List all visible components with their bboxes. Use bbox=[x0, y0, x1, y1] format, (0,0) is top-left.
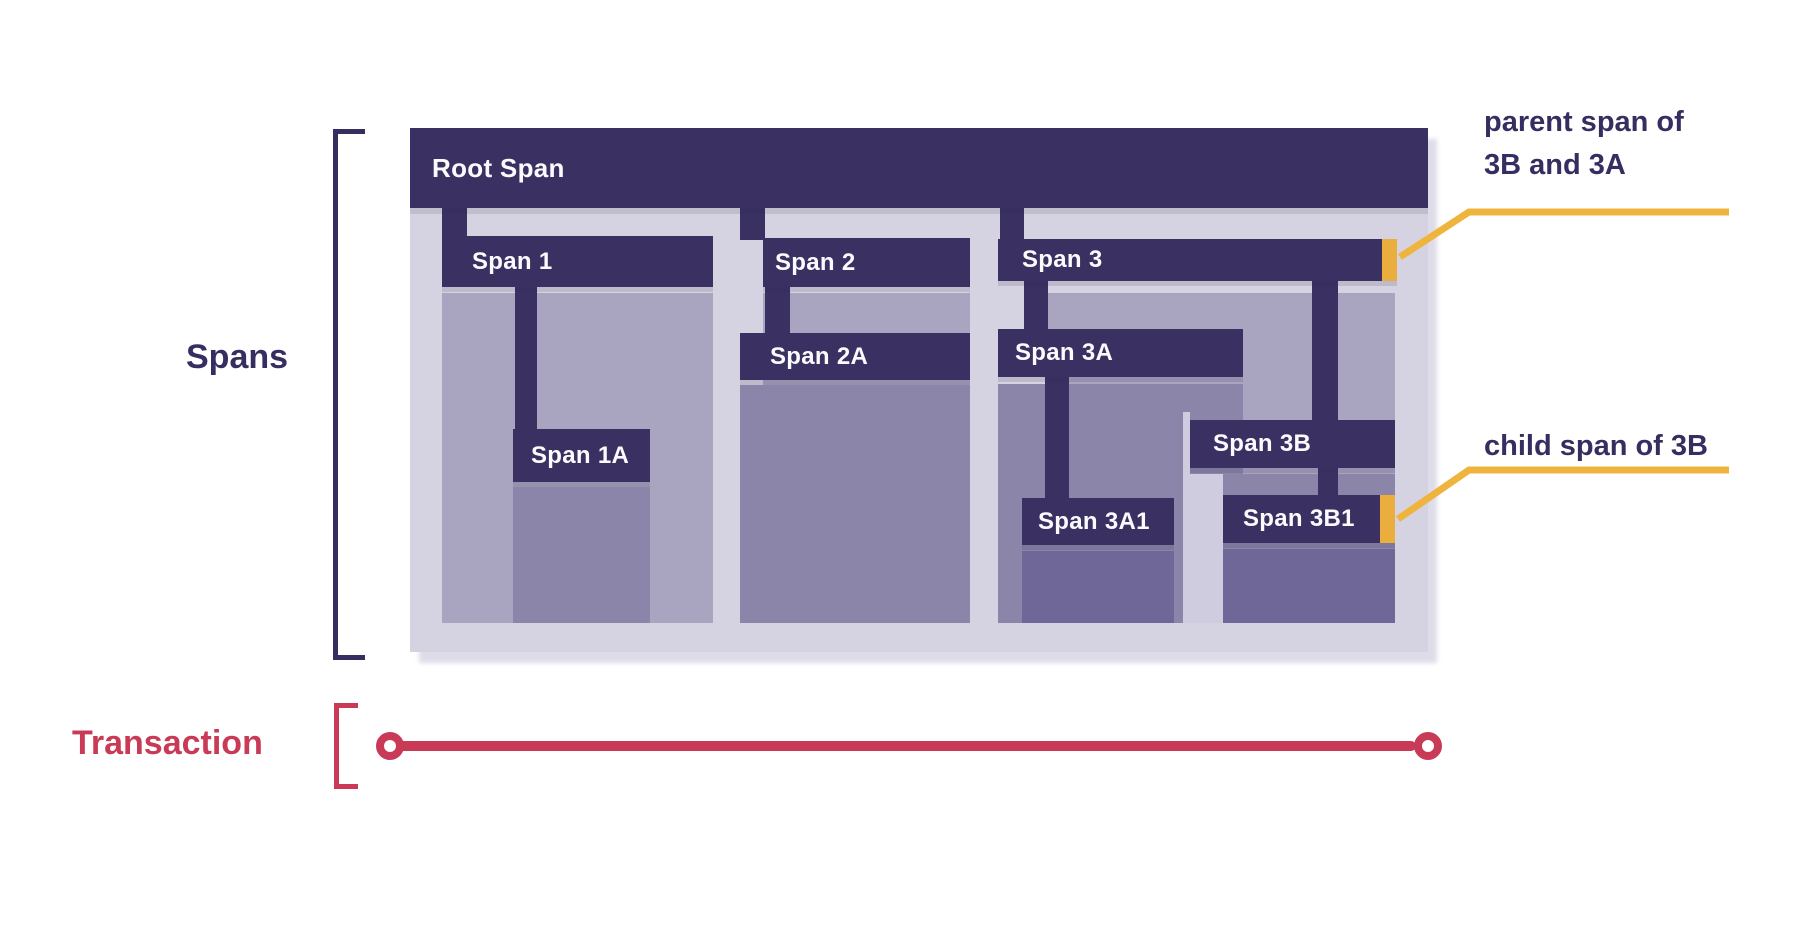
span-1-to-1a-connector bbox=[515, 285, 537, 431]
span-2a-bar: Span 2A bbox=[740, 333, 970, 380]
transaction-bracket-top-arm bbox=[334, 703, 358, 708]
span-3b1-extent bbox=[1223, 549, 1395, 623]
root-span-bar: Root Span bbox=[410, 128, 1428, 208]
span-3-to-3a-connector bbox=[1024, 278, 1048, 331]
span-1a-extent bbox=[513, 487, 650, 623]
span-1a-bar: Span 1A bbox=[513, 429, 650, 482]
parent-span-highlight-marker bbox=[1382, 239, 1397, 281]
span-1-bar: Span 1 bbox=[442, 236, 713, 287]
span-3-label: Span 3 bbox=[1022, 246, 1103, 273]
spans-bracket-top-arm bbox=[333, 129, 365, 134]
transaction-label: Transaction bbox=[72, 724, 263, 762]
transaction-end-circle bbox=[1414, 732, 1442, 760]
span-3b1-bar: Span 3B1 bbox=[1223, 495, 1395, 543]
spans-bracket-vertical bbox=[333, 129, 338, 660]
span-2a-label: Span 2A bbox=[770, 342, 869, 370]
child-callout-line bbox=[1396, 466, 1729, 522]
transaction-bracket-vertical bbox=[334, 703, 339, 789]
transaction-timeline bbox=[398, 741, 1416, 751]
parent-annotation-line1: parent span of bbox=[1484, 106, 1684, 138]
span-3a-bar: Span 3A bbox=[998, 329, 1243, 377]
transaction-start-circle bbox=[376, 732, 404, 760]
spans-label: Spans bbox=[186, 338, 289, 376]
span-3-bar: Span 3 bbox=[998, 239, 1397, 281]
span-3b-to-3b1-connector bbox=[1318, 466, 1338, 496]
span-2-to-2a-connector bbox=[765, 285, 790, 334]
span-2a-extent bbox=[740, 385, 970, 623]
root-to-span-1-connector bbox=[442, 206, 467, 238]
root-to-span-2-connector bbox=[740, 206, 765, 240]
span-3b-label: Span 3B bbox=[1213, 430, 1312, 457]
parent-callout-line bbox=[1398, 208, 1729, 260]
span-3a1-label: Span 3A1 bbox=[1038, 507, 1150, 535]
span-1a-label: Span 1A bbox=[531, 441, 630, 469]
transaction-bracket-bottom-arm bbox=[334, 784, 358, 789]
parent-annotation: parent span of 3B and 3A bbox=[1484, 101, 1684, 187]
span-3a1-extent bbox=[1022, 551, 1174, 623]
span-3a-to-3a1-connector bbox=[1045, 375, 1069, 499]
span-3a1-bar: Span 3A1 bbox=[1022, 498, 1174, 545]
span-3a-label: Span 3A bbox=[1015, 339, 1114, 366]
root-to-span-3-connector bbox=[1000, 206, 1024, 241]
span-2-bar: Span 2 bbox=[763, 238, 970, 287]
spans-bracket-bottom-arm bbox=[333, 655, 365, 660]
parent-annotation-line2: 3B and 3A bbox=[1484, 149, 1626, 181]
child-annotation: child span of 3B bbox=[1484, 430, 1708, 462]
span-2-label: Span 2 bbox=[775, 248, 856, 276]
root-span-label: Root Span bbox=[432, 152, 565, 183]
span-3b-bar: Span 3B bbox=[1190, 420, 1395, 468]
span-3b-frame-strip bbox=[1183, 412, 1190, 623]
span-1-label: Span 1 bbox=[472, 247, 553, 275]
span-3-to-3b-connector bbox=[1312, 278, 1338, 421]
span-3b-left-patch bbox=[1190, 474, 1223, 623]
span-3b1-label: Span 3B1 bbox=[1243, 505, 1355, 532]
child-span-highlight-marker bbox=[1380, 495, 1395, 543]
